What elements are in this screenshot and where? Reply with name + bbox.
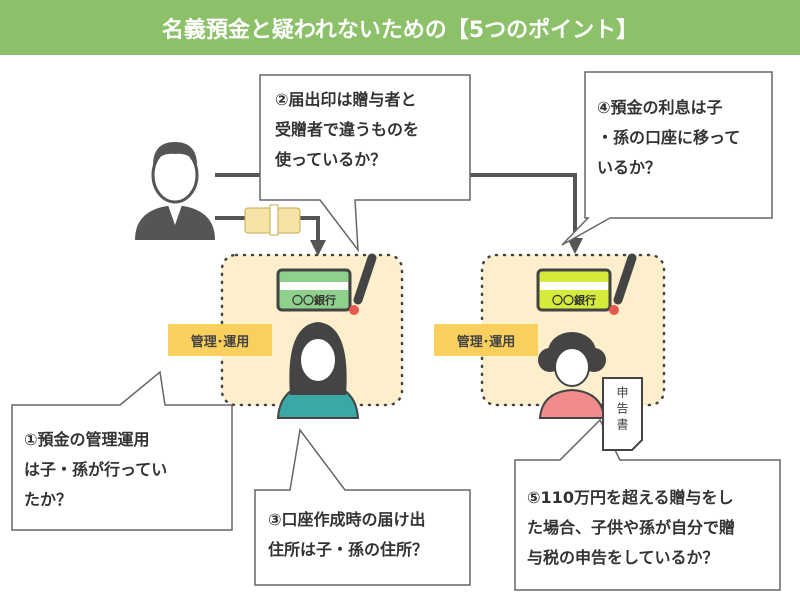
bankbook-icon [276, 253, 377, 315]
grandchild-icon [538, 332, 606, 419]
point-4-text: ④預金の利息は子 ・孫の口座に移って いるか？ [597, 98, 741, 177]
callout-1 [11, 370, 233, 531]
document-label: 申告書 [615, 386, 629, 434]
point-2-text: ②届出印は贈与者と 受贈者で違うものを 使っているか？ [275, 90, 420, 169]
manage-label-left: 管理･運用 [168, 324, 272, 356]
tax-return-document-icon [602, 377, 643, 451]
child-icon [276, 322, 360, 419]
bank-name: 〇〇銀行 [552, 294, 596, 307]
callout-2 [259, 74, 471, 253]
page-title: 名義預金と疑われないための【5つのポイント】 [0, 0, 800, 55]
point-3-text: ③口座作成時の届け出 住所は子・孫の住所？ [268, 510, 429, 559]
point-1-text: ①預金の管理運用 は子・孫が行ってい たか？ [24, 430, 168, 509]
callout-3 [254, 428, 471, 586]
manage-label-right: 管理･運用 [434, 324, 538, 356]
callout-5 [514, 418, 781, 591]
bank-name: 〇〇銀行 [292, 294, 336, 307]
money-icon [244, 204, 301, 236]
point-5-text: ⑤110万円を超える贈与をし た場合、子供や孫が自分で贈 与税の申告をしているか… [527, 488, 736, 567]
arrow-icon [567, 238, 583, 254]
grandparent-icon [135, 142, 215, 240]
arrow-icon [310, 240, 326, 256]
callout-4 [561, 71, 773, 246]
bankbook-icon [536, 253, 637, 315]
